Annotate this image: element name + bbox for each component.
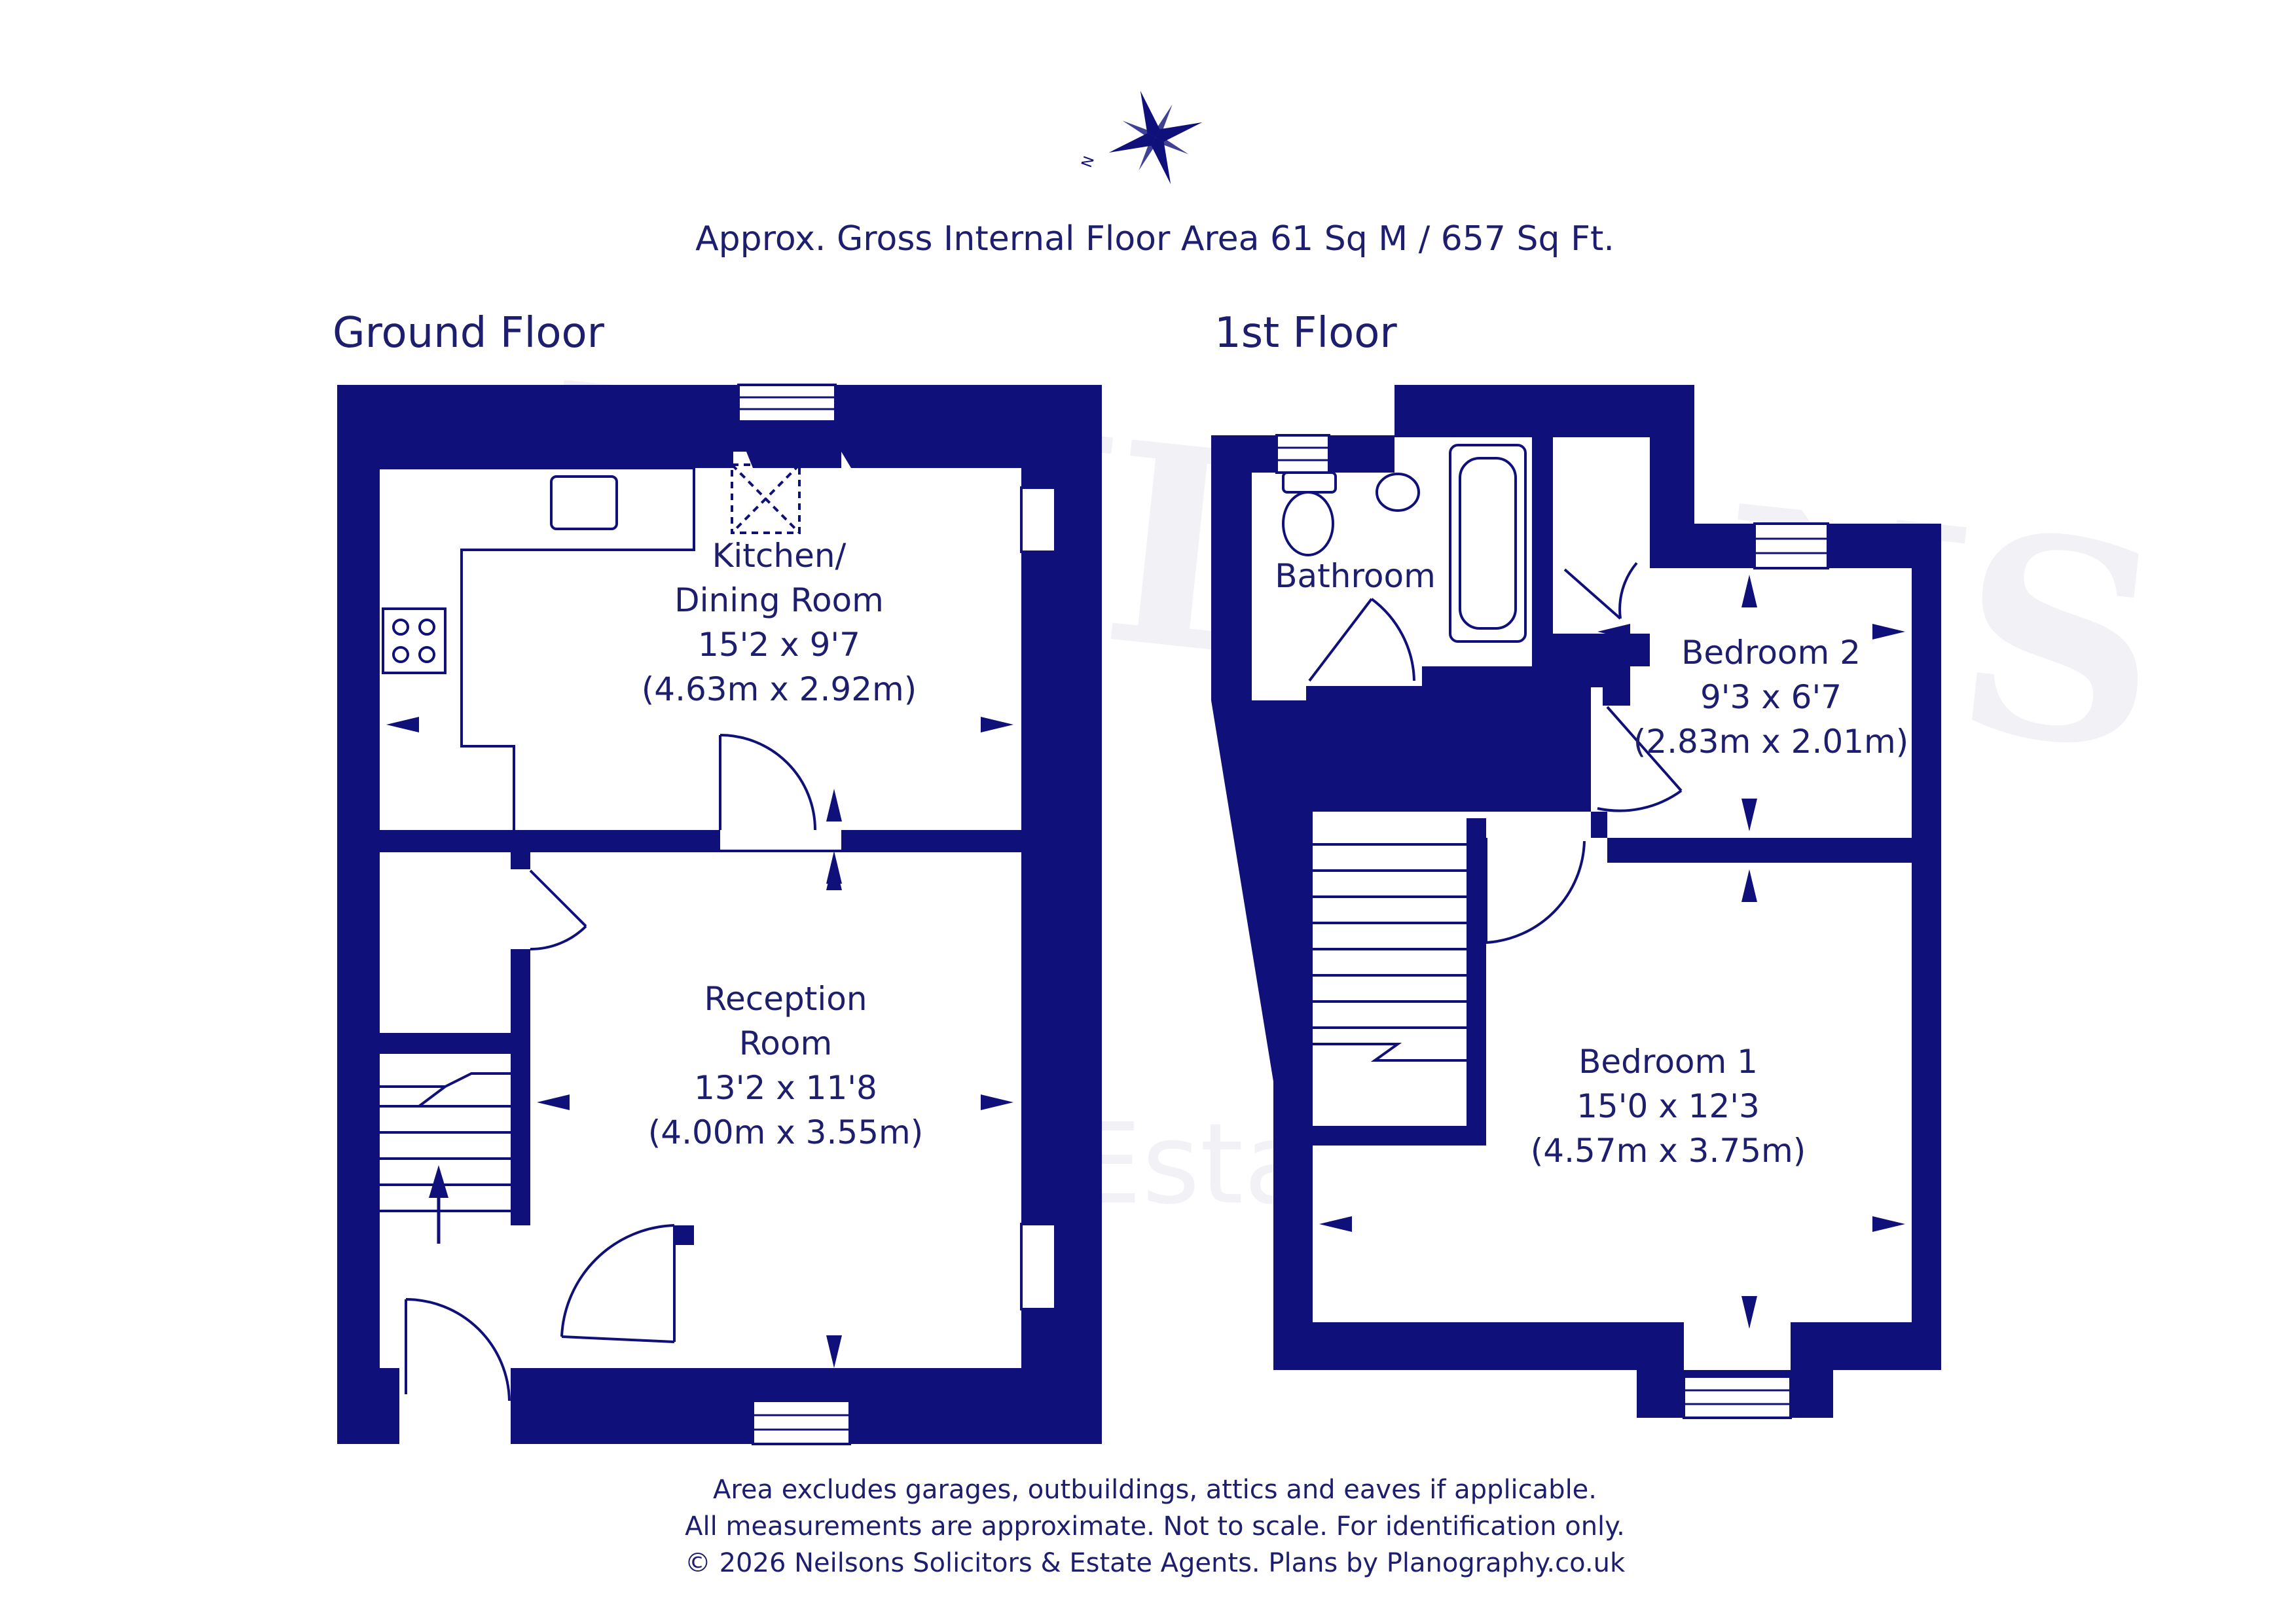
room-name: Bedroom 1 (1578, 1043, 1758, 1081)
compass-rose-icon (1108, 90, 1203, 185)
room-name: Bathroom (1275, 557, 1436, 595)
window (1753, 522, 1829, 569)
room-name: Reception (704, 980, 867, 1018)
room-label-bedroom-1: Bedroom 1 15'0 x 12'3 (4.57m x 3.75m) (1531, 1039, 1806, 1173)
room-label-bathroom: Bathroom (1275, 554, 1436, 598)
ground-floor-label: Ground Floor (333, 309, 604, 357)
window (1020, 1223, 1057, 1310)
window (752, 1399, 851, 1445)
room-dimensions-metric: (2.83m x 2.01m) (1633, 723, 1909, 761)
window (1683, 1375, 1792, 1419)
disclaimer-notes: Area excludes garages, outbuildings, att… (685, 1471, 1625, 1581)
room-dimensions-imperial: 15'2 x 9'7 (698, 626, 860, 664)
room-dimensions-metric: (4.57m x 3.75m) (1530, 1132, 1806, 1170)
note-line: © 2026 Neilsons Solicitors & Estate Agen… (684, 1548, 1626, 1578)
room-dimensions-metric: (4.63m x 2.92m) (641, 670, 917, 708)
room-dimensions-imperial: 15'0 x 12'3 (1576, 1087, 1760, 1125)
room-name: Kitchen/ (712, 537, 847, 575)
room-name: Room (738, 1024, 833, 1062)
note-line: All measurements are approximate. Not to… (685, 1511, 1625, 1542)
room-name: Dining Room (674, 581, 884, 619)
floor-area-title: Approx. Gross Internal Floor Area 61 Sq … (695, 219, 1614, 259)
window (1020, 486, 1057, 553)
room-dimensions-metric: (4.00m x 3.55m) (647, 1113, 924, 1151)
room-label-kitchen: Kitchen/ Dining Room 15'2 x 9'7 (4.63m x… (642, 533, 917, 712)
window (737, 384, 837, 423)
room-dimensions-imperial: 13'2 x 11'8 (694, 1069, 877, 1107)
room-label-reception: Reception Room 13'2 x 11'8 (4.00m x 3.55… (648, 977, 923, 1155)
room-name: Bedroom 2 (1681, 634, 1861, 672)
room-dimensions-imperial: 9'3 x 6'7 (1700, 678, 1842, 716)
note-line: Area excludes garages, outbuildings, att… (713, 1475, 1597, 1505)
compass-north-label: N (1079, 154, 1098, 170)
room-label-bedroom-2: Bedroom 2 9'3 x 6'7 (2.83m x 2.01m) (1633, 630, 1908, 764)
first-floor-label: 1st Floor (1214, 309, 1397, 357)
window (1275, 434, 1330, 474)
